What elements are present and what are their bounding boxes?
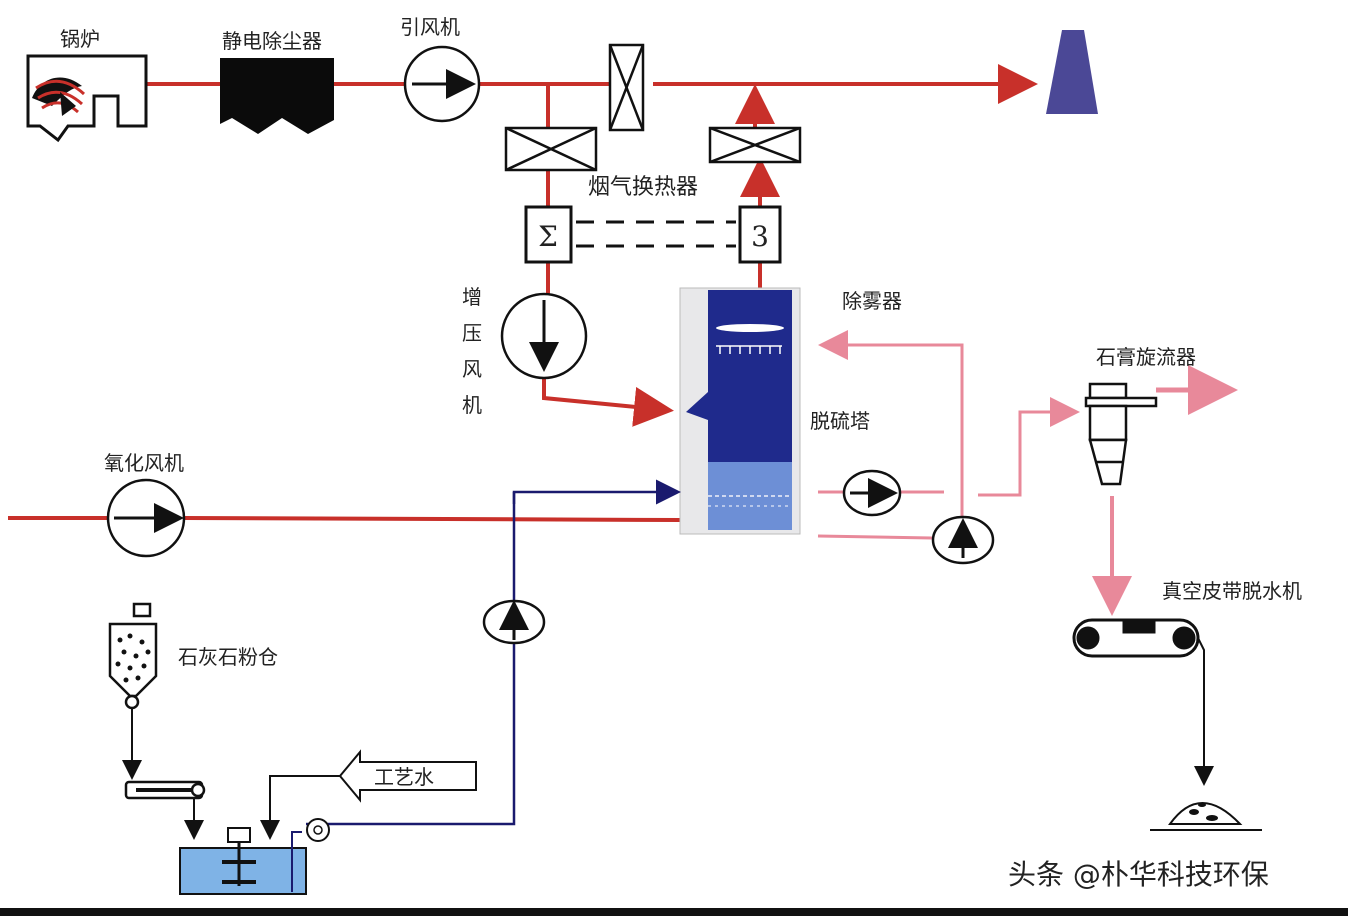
boiler [26, 54, 148, 143]
absorber-tower [679, 287, 801, 535]
flue-gas-lines [8, 64, 1038, 522]
ggh-connection [576, 220, 736, 248]
watermark: 头条 @朴华科技环保 [1008, 858, 1269, 891]
gypsum-pile [1150, 802, 1262, 831]
chimney-stack [1046, 30, 1098, 114]
label-esp: 静电除尘器 [222, 29, 322, 53]
slurry-tank [179, 827, 307, 895]
limestone-silo [108, 602, 158, 710]
id-fan [403, 45, 481, 123]
label-id-fan: 引风机 [400, 15, 460, 39]
label-booster-3: 风 [462, 357, 482, 381]
label-booster-1: 增 [462, 285, 482, 309]
screw-feeder [124, 780, 206, 800]
ggh-left: Σ [524, 205, 573, 264]
slurry-lines [817, 330, 1238, 616]
label-hydrocyclone: 石膏旋流器 [1096, 345, 1196, 369]
bottom-border [0, 908, 1348, 916]
label-process-water: 工艺水 [374, 765, 434, 789]
svg-text:3: 3 [751, 220, 769, 253]
gypsum-bleed-pump [931, 515, 995, 565]
label-demister: 除雾器 [842, 289, 902, 313]
recirculation-pump [842, 469, 902, 517]
label-boiler: 锅炉 [60, 27, 100, 51]
label-booster-2: 压 [462, 321, 482, 345]
water-lines [306, 479, 681, 826]
label-absorber: 脱硫塔 [810, 409, 870, 433]
tank-pump [306, 818, 330, 842]
feed-pump [482, 599, 546, 645]
label-ggh: 烟气换热器 [588, 175, 698, 200]
inlet-damper [504, 126, 598, 172]
svg-text:Σ: Σ [538, 220, 558, 253]
gypsum-hydrocyclone [1084, 382, 1158, 486]
booster-fan [500, 292, 588, 380]
electrostatic-precipitator [220, 58, 334, 134]
oxidation-fan [106, 478, 186, 558]
process-water-inlet [260, 749, 477, 840]
label-vacuum-belt: 真空皮带脱水机 [1162, 579, 1302, 603]
bypass-damper [608, 43, 645, 132]
flame-icon [32, 77, 86, 116]
ggh-right: 3 [738, 205, 782, 264]
label-booster-4: 机 [462, 393, 482, 417]
outlet-damper [708, 126, 802, 164]
label-limestone-silo: 石灰石粉仓 [178, 645, 278, 669]
spray-header [716, 345, 782, 354]
label-oxidation-fan: 氧化风机 [104, 451, 184, 475]
vacuum-belt-filter [1072, 618, 1214, 786]
